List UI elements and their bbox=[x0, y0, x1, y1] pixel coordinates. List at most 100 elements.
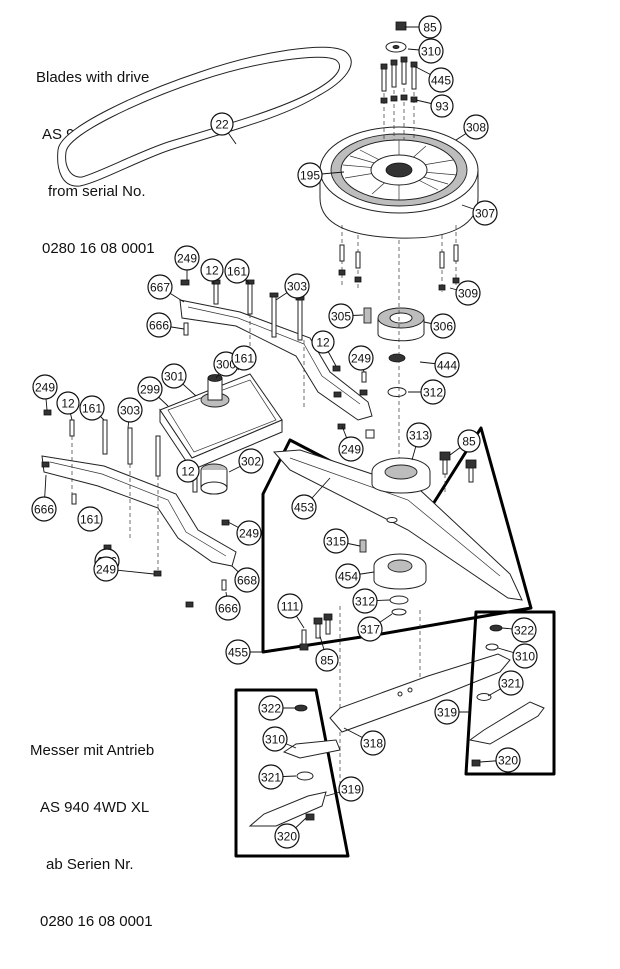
title-line: 0280 16 08 0001 bbox=[40, 913, 153, 930]
callout-circle bbox=[360, 730, 386, 756]
callout-circle bbox=[311, 330, 335, 354]
part-callout: 161 bbox=[224, 258, 251, 285]
callout-circle bbox=[291, 494, 317, 520]
callout-label: 299 bbox=[140, 383, 160, 397]
title-line: Blades with drive bbox=[36, 69, 150, 86]
part-callout: 315 bbox=[323, 528, 361, 554]
blade-453-group bbox=[272, 449, 523, 790]
callout-label: 455 bbox=[228, 646, 248, 660]
part-callout: 313 bbox=[406, 422, 432, 461]
title-line: AS 940 4WD XL bbox=[40, 799, 150, 816]
part-callout: 161 bbox=[231, 345, 257, 371]
title-line: Messer mit Antrieb bbox=[30, 742, 155, 759]
callout-circle bbox=[297, 162, 323, 188]
callout-label: 302 bbox=[241, 455, 261, 469]
callout-label: 453 bbox=[294, 501, 314, 515]
title-line: ab Serien Nr. bbox=[46, 856, 134, 873]
callout-circle bbox=[498, 670, 524, 696]
callout-label: 312 bbox=[423, 386, 443, 400]
left-blade-group bbox=[248, 704, 341, 827]
callout-circle bbox=[225, 639, 251, 665]
callout-label: 85 bbox=[462, 435, 476, 449]
callout-label: 320 bbox=[498, 754, 518, 768]
callout-circle bbox=[93, 556, 119, 582]
callout-label: 12 bbox=[61, 397, 75, 411]
part-callout: 249 bbox=[174, 245, 200, 280]
callout-label: 454 bbox=[338, 570, 358, 584]
part-callout: 299 bbox=[137, 376, 169, 407]
callout-label: 444 bbox=[437, 359, 457, 373]
part-callout: 85 bbox=[449, 429, 481, 456]
callout-circle bbox=[338, 776, 364, 802]
part-callout: 455 bbox=[225, 639, 264, 665]
part-callout: 666 bbox=[215, 591, 241, 621]
part-callout: 321 bbox=[487, 670, 524, 697]
part-callout: 445 bbox=[413, 65, 454, 93]
callout-label: 666 bbox=[34, 503, 54, 517]
callout-label: 161 bbox=[80, 513, 100, 527]
callout-circle bbox=[338, 436, 364, 462]
callout-label: 161 bbox=[234, 352, 254, 366]
part-callout: 249 bbox=[338, 425, 364, 462]
part-callout: 666 bbox=[31, 474, 57, 522]
callout-label: 306 bbox=[433, 320, 453, 334]
callout-circle bbox=[32, 374, 58, 400]
callout-circle bbox=[224, 258, 250, 284]
callout-circle bbox=[161, 363, 187, 389]
part-callout: 322 bbox=[258, 695, 296, 721]
callout-circle bbox=[420, 379, 446, 405]
callout-label: 321 bbox=[261, 771, 281, 785]
callout-circle bbox=[234, 567, 260, 593]
callout-label: 249 bbox=[35, 381, 55, 395]
callout-circle bbox=[146, 312, 172, 338]
part-callout: 306 bbox=[423, 313, 456, 339]
blade-318 bbox=[329, 653, 511, 733]
part-callout: 301 bbox=[161, 363, 197, 397]
callout-circle bbox=[512, 643, 538, 669]
callout-label: 666 bbox=[218, 602, 238, 616]
callout-label: 195 bbox=[300, 169, 320, 183]
part-callout: 249 bbox=[93, 556, 155, 582]
hub-assembly bbox=[363, 240, 425, 480]
pulley-bolts bbox=[380, 21, 418, 140]
lower-mounting-arm bbox=[41, 455, 237, 567]
exploded-parts-diagram: Blades with drive AS 940 4WD XL from ser… bbox=[30, 15, 556, 930]
callout-label: 161 bbox=[82, 402, 102, 416]
callout-circle bbox=[315, 648, 339, 672]
part-callout: 303 bbox=[117, 397, 143, 429]
callout-circle bbox=[418, 38, 444, 64]
callout-circle bbox=[434, 699, 460, 725]
blade-frame-319-right bbox=[464, 610, 556, 776]
callout-label: 318 bbox=[363, 737, 383, 751]
title-line: from serial No. bbox=[48, 183, 146, 200]
callout-circle bbox=[430, 313, 456, 339]
callout-label: 308 bbox=[466, 121, 486, 135]
part-callout: 12 bbox=[200, 258, 224, 286]
part-callout: 85 bbox=[405, 15, 442, 39]
callout-circle bbox=[137, 376, 163, 402]
callout-circle bbox=[31, 496, 57, 522]
callout-circle bbox=[495, 747, 521, 773]
callout-circle bbox=[357, 616, 383, 642]
part-callout: 319 bbox=[434, 699, 470, 725]
callout-label: 12 bbox=[205, 264, 219, 278]
part-callout: 12 bbox=[311, 330, 337, 367]
part-callout: 249 bbox=[348, 345, 374, 373]
callout-label: 22 bbox=[215, 118, 229, 132]
pulley-assembly bbox=[319, 126, 479, 239]
part-callout: 309 bbox=[449, 280, 481, 306]
callout-circle bbox=[277, 593, 303, 619]
callout-label: 320 bbox=[277, 830, 297, 844]
callout-label: 317 bbox=[360, 623, 380, 637]
callout-label: 312 bbox=[355, 595, 375, 609]
part-callout: 12 bbox=[176, 459, 200, 483]
callout-circle bbox=[210, 112, 234, 136]
callout-circle bbox=[174, 245, 200, 271]
callout-label: 445 bbox=[431, 74, 451, 88]
lower-pulley-bolts bbox=[338, 225, 460, 292]
callout-label: 303 bbox=[120, 404, 140, 418]
callout-circle bbox=[200, 258, 224, 282]
callout-circle bbox=[238, 448, 264, 474]
callout-label: 309 bbox=[458, 287, 478, 301]
